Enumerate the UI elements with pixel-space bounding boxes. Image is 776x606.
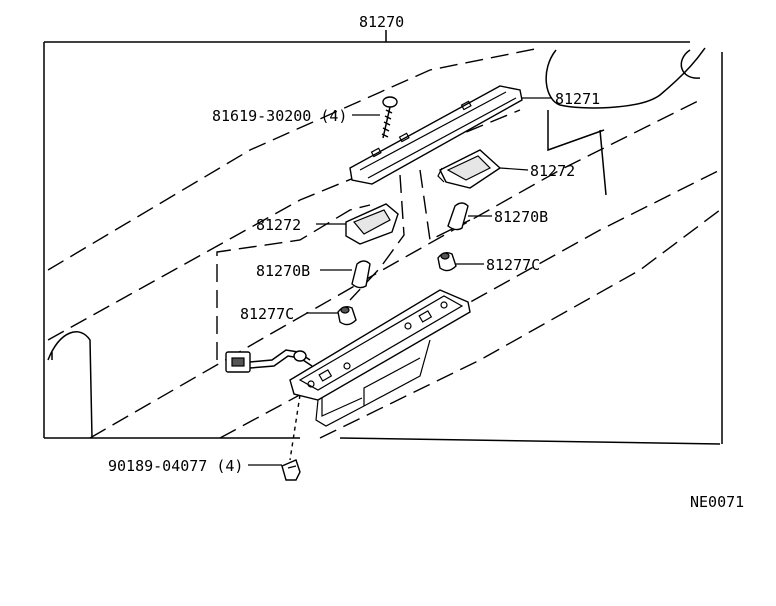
- callout-81272-right: 81272: [530, 162, 575, 180]
- assembly-leaders: [216, 169, 471, 461]
- figure-code: NE0071: [690, 493, 744, 511]
- callout-90189: 90189-04077 (4): [108, 457, 243, 475]
- callout-81277C-right: 81277C: [486, 256, 540, 274]
- callout-81271: 81271: [555, 90, 600, 108]
- callout-81270B-right: 81270B: [494, 208, 548, 226]
- callout-81270B-left: 81270B: [256, 262, 310, 280]
- body-panel-outline: [47, 47, 721, 439]
- lamp-housing-81270: [289, 289, 471, 427]
- bulb-right-81270B: [447, 202, 469, 231]
- screw-81619: [381, 96, 398, 139]
- callout-81619: 81619-30200 (4): [212, 107, 347, 125]
- socket-left-81277C: [337, 305, 357, 326]
- diagram-frame: [43, 30, 723, 445]
- clip-90189: [281, 459, 301, 481]
- callout-81270: 81270: [359, 13, 404, 31]
- cover-81271: [349, 85, 523, 185]
- lens-left-81272: [345, 203, 399, 245]
- callout-leaders: [248, 97, 552, 466]
- callout-81277C-left: 81277C: [240, 305, 294, 323]
- socket-right-81277C: [437, 251, 457, 272]
- bulb-left-81270B: [351, 260, 371, 289]
- lens-right-81272: [437, 149, 502, 189]
- callout-81272-left: 81272: [256, 216, 301, 234]
- wire-harness: [225, 349, 313, 373]
